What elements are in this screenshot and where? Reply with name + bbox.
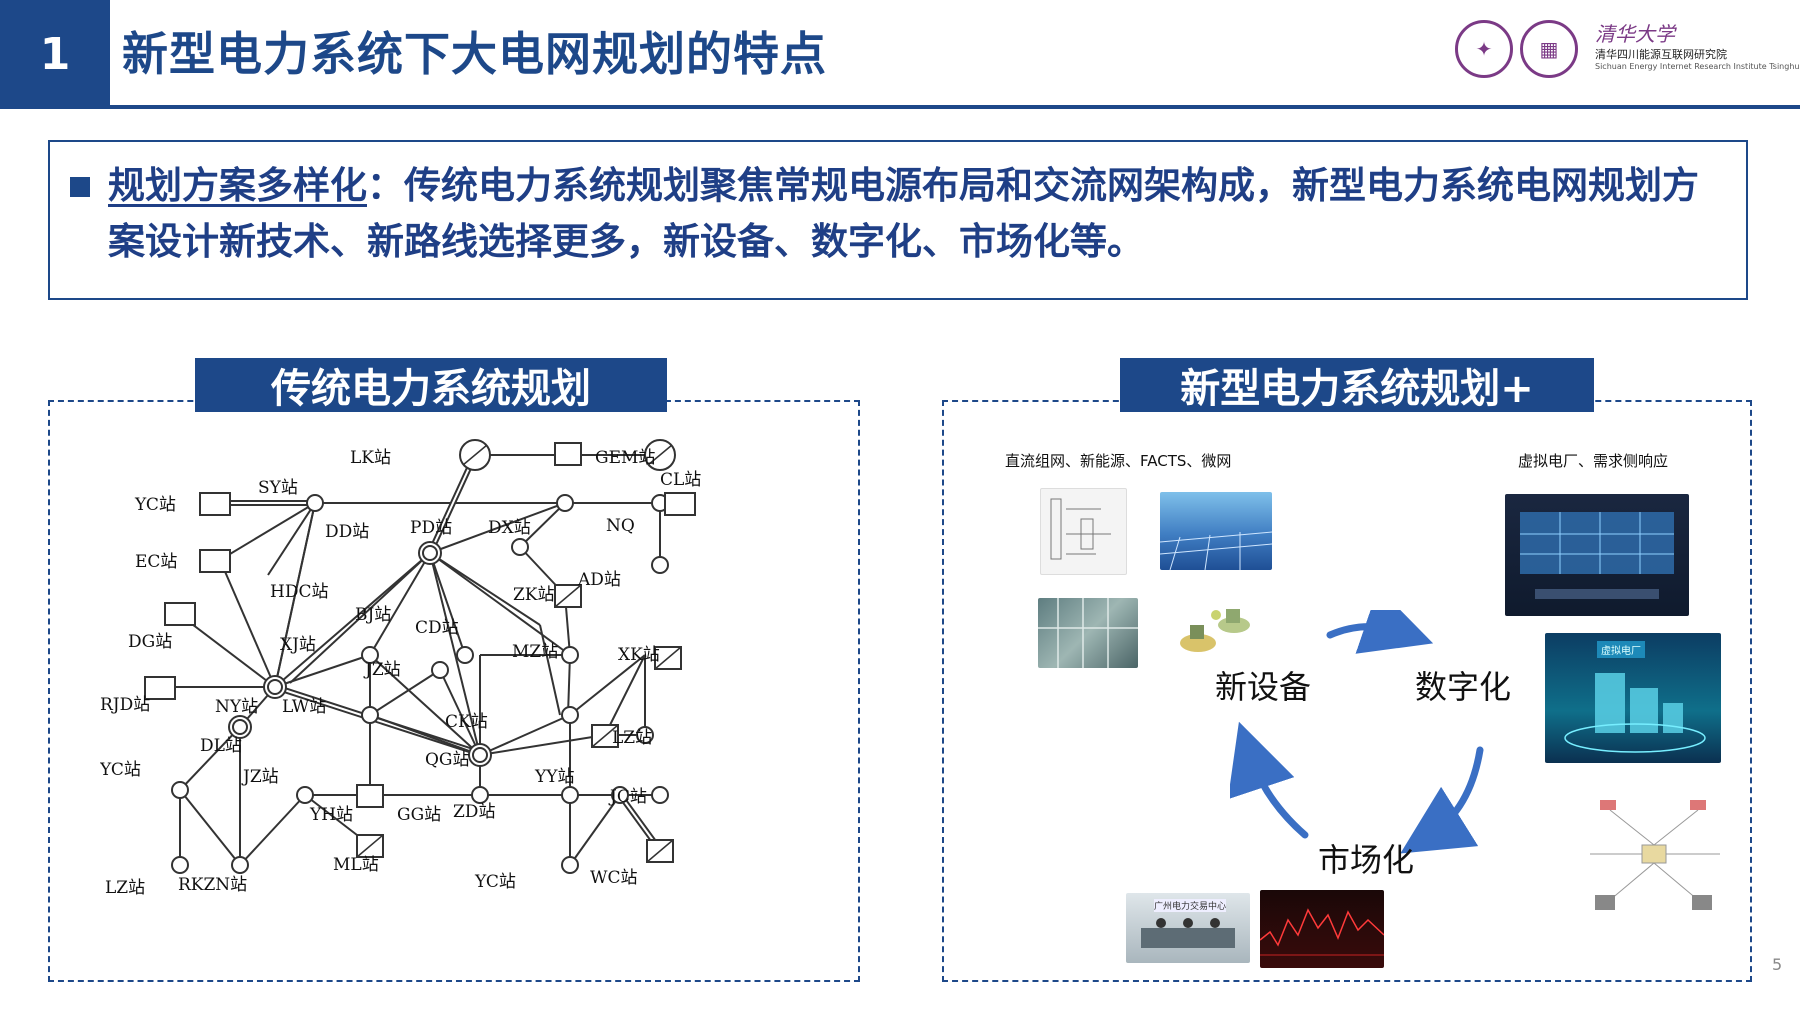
summary-body: 传统电力系统规划聚焦常规电源布局和交流网架构成，新型电力系统电网规划方案设计新技… [108,164,1699,263]
substation-equipment-image [1038,598,1138,668]
virtual-power-plant-image: 虚拟电厂 [1545,633,1721,763]
trading-center-image: 广州电力交易中心 [1126,893,1250,963]
control-center-image [1505,494,1689,616]
tsinghua-seal-icon: ✦ [1455,20,1513,78]
header-divider [0,105,1800,109]
station-label: JZ站 [363,660,401,680]
station-label: ML站 [333,855,379,875]
station-label: XK站 [618,645,660,665]
station-label: GG站 [397,805,441,825]
cycle-label-digitalization: 数字化 [1415,668,1512,706]
station-label: YY站 [534,767,574,787]
station-label: JZ站 [241,767,279,787]
summary-text: 规划方案多样化：传统电力系统规划聚焦常规电源布局和交流网架构成，新型电力系统电网… [108,158,1728,270]
grid-network-diagram: LK站 GEM站 SY站 CL站 YC站 DD站 PD站 DX站 NQ EC站 … [100,439,701,898]
station-label: YC站 [134,495,176,515]
caption-left: 直流组网、新能源、FACTS、微网 [1005,452,1232,470]
station-label: ZD站 [453,802,495,822]
cycle-label-equipment: 新设备 [1215,668,1312,706]
station-label: NQ [606,516,635,536]
station-label: DG站 [128,632,172,652]
page-number: 5 [1772,955,1783,974]
station-label: LZ站 [612,728,652,748]
vpp-label: 虚拟电厂 [1597,641,1645,658]
station-label: ZK站 [513,585,555,605]
station-label: LK站 [350,448,391,468]
cycle-arrows [1230,610,1484,854]
station-label: PD站 [410,518,452,538]
station-label: WC站 [590,868,637,888]
station-label: MZ站 [512,642,558,662]
station-label: LZ站 [105,878,145,898]
station-label: EC站 [135,552,177,572]
market-price-chart-image [1260,890,1384,968]
station-label: CL站 [660,470,701,490]
summary-heading: 规划方案多样化 [108,164,367,207]
logo-institute: 清华四川能源互联网研究院 [1595,48,1727,61]
logo-institute-en: Sichuan Energy Internet Research Institu… [1595,62,1800,71]
station-label: BJ站 [355,605,391,625]
new-planning-title: 新型电力系统规划+ [1120,358,1594,412]
logo-cn-name: 清华大学 [1595,22,1675,46]
station-label: GEM站 [595,448,655,468]
station-label: CD站 [415,618,459,638]
station-label: YC站 [100,760,141,780]
summary-box [48,140,1748,300]
market-flow-diagram-image [1580,790,1728,920]
station-label: SY站 [258,478,298,498]
arrow-digital-to-market [1400,746,1484,854]
station-label: RKZN站 [178,875,247,895]
station-label: NY站 [215,697,258,717]
station-label: XJ站 [280,635,316,655]
arrow-equipment-to-digital [1326,610,1434,654]
bullet-square-icon [70,177,90,197]
station-label: LW站 [282,697,326,717]
trading-center-label: 广州电力交易中心 [1154,899,1227,912]
station-label: DD站 [325,522,369,542]
station-label: DX站 [488,518,531,538]
station-label: JC站 [608,787,647,807]
traditional-planning-title: 传统电力系统规划 [195,358,667,412]
arrow-market-to-equipment [1230,721,1309,839]
institute-seal-icon: ▦ [1520,20,1578,78]
station-label: HDC站 [270,582,328,602]
station-label: CK站 [445,712,488,732]
station-label: RJD站 [100,695,150,715]
caption-right: 虚拟电厂、需求侧响应 [1518,452,1669,470]
circuit-diagram-image [1040,488,1127,575]
station-label: AD站 [577,570,621,590]
station-label: QG站 [425,750,470,770]
page-title: 新型电力系统下大电网规划的特点 [122,27,827,81]
station-label: YC站 [474,872,516,892]
station-label: DL站 [200,736,242,756]
section-number: 1 [0,0,110,108]
microgrid-icons-image [1168,595,1264,665]
solar-panels-image [1160,492,1272,570]
summary-separator: ： [367,164,404,207]
university-logo: ✦ ▦ 清华大学 清华四川能源互联网研究院 Sichuan Energy Int… [1450,16,1800,86]
station-label: YH站 [309,805,353,825]
cycle-label-marketization: 市场化 [1318,841,1415,879]
